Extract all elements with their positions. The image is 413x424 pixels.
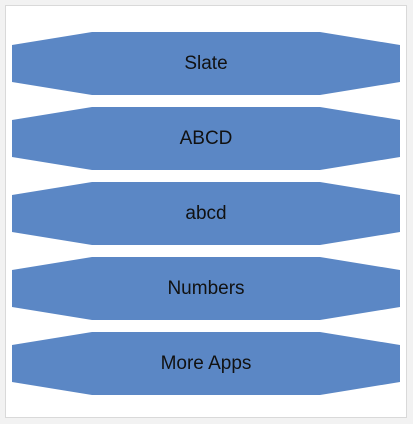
stack-item-slate: Slate	[12, 32, 400, 95]
stack-item-more-apps: More Apps	[12, 332, 400, 395]
stack-item-abcd-upper: ABCD	[12, 107, 400, 170]
item-label: Slate	[184, 53, 228, 74]
item-label: abcd	[185, 203, 227, 224]
item-label: Numbers	[167, 278, 245, 299]
stack-item-abcd-lower: abcd	[12, 182, 400, 245]
item-label: ABCD	[179, 128, 233, 149]
octagon-shape	[12, 332, 400, 395]
octagon-shape	[12, 107, 400, 170]
octagon-shape	[12, 182, 400, 245]
item-stack: Slate ABCD abcd Numbers More Apps	[12, 32, 400, 396]
item-label: More Apps	[160, 353, 252, 374]
octagon-shape	[12, 32, 400, 95]
stack-item-numbers: Numbers	[12, 257, 400, 320]
octagon-shape	[12, 257, 400, 320]
